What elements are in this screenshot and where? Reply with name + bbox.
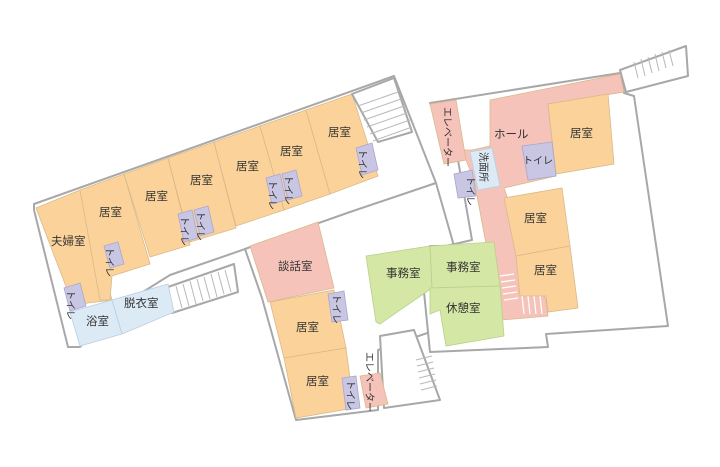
south-stairs xyxy=(415,355,438,391)
room-labels: 夫婦室 居室 居室 居室 居室 居室 居室 浴室 脱衣室 談話室 居室 居室 ホ… xyxy=(51,125,593,388)
toilet-6 xyxy=(281,169,303,201)
room-kyukei xyxy=(429,285,505,347)
label-elevator-south: エレベーター xyxy=(363,352,375,412)
label-toilet-2: トイレ xyxy=(103,247,114,277)
elevator-south xyxy=(359,372,389,409)
label-elevator-north: エレベーター xyxy=(441,107,453,167)
label-toilet-11: トイレ xyxy=(464,176,475,206)
toilet-9 xyxy=(341,375,361,411)
label-toilet-east: トイレ xyxy=(523,156,553,167)
label-toilet-3: トイレ xyxy=(178,216,189,246)
east-rooms xyxy=(365,73,625,347)
room-jimu-1 xyxy=(365,245,433,325)
label-kyoshitsu-2: 居室 xyxy=(145,189,168,203)
toilet-8 xyxy=(327,290,349,323)
label-kyoshitsu-8: 居室 xyxy=(306,374,329,388)
west-wing-stairs xyxy=(351,77,413,143)
toilet-2 xyxy=(103,241,125,269)
room-datsuishitsu xyxy=(111,283,175,335)
label-kyoshitsu-1: 居室 xyxy=(99,205,122,219)
label-kyukei: 休憩室 xyxy=(446,301,481,315)
bath-area xyxy=(69,283,175,347)
toilet-7 xyxy=(355,142,379,176)
label-kyoshitsu-3: 居室 xyxy=(190,173,213,187)
label-hall: ホール xyxy=(494,127,529,141)
toilet-11 xyxy=(453,169,477,199)
elevator-north xyxy=(429,99,467,165)
label-kyoshitsu-4: 居室 xyxy=(236,159,259,173)
east-inner-stairs xyxy=(499,273,543,315)
label-kyoshitsu-10: 居室 xyxy=(524,211,547,225)
central-rooms xyxy=(249,221,389,419)
label-kyoshitsu-9: 居室 xyxy=(570,126,593,140)
label-toilet-6: トイレ xyxy=(282,175,293,205)
label-toilet-5: トイレ xyxy=(266,180,277,210)
label-kyoshitsu-11: 居室 xyxy=(534,263,557,277)
room-fufu xyxy=(35,189,113,305)
room-senmen xyxy=(469,147,501,191)
room-kyoshitsu-2 xyxy=(123,157,191,258)
label-danwa: 談話室 xyxy=(278,259,313,273)
room-kyoshitsu-11 xyxy=(515,245,579,313)
toilet-4 xyxy=(193,205,215,237)
room-danwa xyxy=(249,221,335,303)
label-toilet-8: トイレ xyxy=(330,294,341,324)
label-fufu: 夫婦室 xyxy=(51,234,86,248)
sw-stairs xyxy=(175,269,232,309)
toilet-3 xyxy=(177,209,199,243)
label-toilet-9: トイレ xyxy=(344,380,355,410)
ne-stair-annex xyxy=(619,45,689,93)
label-yokushitsu: 浴室 xyxy=(86,314,109,328)
room-kyoshitsu-6 xyxy=(305,93,379,195)
label-kyoshitsu-5: 居室 xyxy=(280,144,303,158)
label-senmen: 洗面所 xyxy=(477,152,489,182)
ne-stairs xyxy=(633,49,674,79)
label-jimu-1: 事務室 xyxy=(386,266,421,280)
label-toilet-4: トイレ xyxy=(194,211,205,241)
west-wing-toilets xyxy=(63,142,379,312)
label-jimu-2: 事務室 xyxy=(446,260,481,274)
label-toilet-1: トイレ xyxy=(64,290,75,320)
vertical-labels: エレベーター エレベーター 洗面所 トイレ トイレ トイレ トイレ トイレ トイ… xyxy=(64,107,489,412)
toilet-10 xyxy=(521,141,557,181)
toilet-5 xyxy=(265,173,287,205)
label-datsuishitsu: 脱衣室 xyxy=(124,296,159,310)
label-kyoshitsu-6: 居室 xyxy=(328,125,351,139)
toilet-1 xyxy=(63,282,87,312)
label-toilet-7: トイレ xyxy=(356,149,367,179)
label-kyoshitsu-7: 居室 xyxy=(296,320,319,334)
